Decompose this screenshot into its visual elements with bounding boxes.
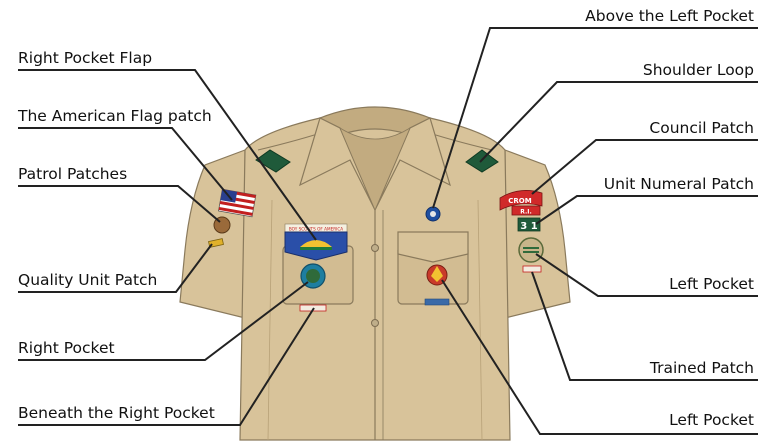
trained-patch [522, 265, 542, 273]
leader-beneath-right-pocket [18, 307, 315, 426]
right-pocket: BOY SCOUTS OF AMERICA [282, 223, 354, 312]
leader-right-pocket-flap [18, 69, 317, 241]
leader-council-patch [531, 139, 758, 195]
council-patch-text: CROM [508, 197, 531, 205]
council-patch-lower-text: R.I. [520, 209, 532, 216]
label-unit-numeral: Unit Numeral Patch [603, 175, 754, 193]
leader-quality-unit [18, 243, 213, 293]
label-right-pocket-flap: Right Pocket Flap [18, 49, 153, 67]
leader-shoulder-loop [479, 81, 758, 163]
left-sleeve-patches: CROM R.I. 3 1 [499, 190, 544, 273]
leader-right-pocket [18, 281, 309, 361]
left-pocket-flap [397, 231, 469, 263]
council-patch [499, 190, 543, 211]
label-left-pocket-bottom: Left Pocket [669, 411, 754, 429]
label-quality-unit: Quality Unit Patch [18, 271, 158, 289]
label-right-pocket: Right Pocket [18, 339, 115, 357]
leader-patrol-patches [18, 185, 221, 223]
leader-above-left-pocket [432, 27, 758, 209]
left-pocket-name-tag [424, 298, 450, 306]
label-patrol-patches: Patrol Patches [18, 165, 128, 183]
collar-left [299, 117, 376, 211]
label-beneath-right-pocket: Beneath the Right Pocket [18, 404, 215, 422]
shoulder-loop-right [255, 149, 291, 173]
label-shoulder-loop: Shoulder Loop [642, 61, 754, 79]
label-trained-patch: Trained Patch [649, 359, 754, 377]
left-sleeve-round-patch [518, 237, 544, 263]
label-above-left-pocket: Above the Left Pocket [585, 7, 754, 25]
leader-lines [18, 27, 758, 435]
label-american-flag: The American Flag patch [18, 107, 212, 125]
shirt-button [371, 244, 379, 252]
bsa-strip-text: BOY SCOUTS OF AMERICA [289, 227, 343, 232]
shirt [179, 106, 571, 441]
leader-left-pocket-sleeve [535, 253, 758, 297]
unit-numeral-patch [517, 217, 541, 232]
unit-numeral-text: 3 1 [520, 221, 537, 232]
council-patch-lower [511, 205, 541, 216]
leader-american-flag [18, 127, 233, 201]
leader-trained-patch [531, 271, 758, 381]
leader-left-pocket-bottom [441, 279, 758, 435]
shirt-button [371, 319, 379, 327]
left-sleeve [504, 149, 571, 319]
label-council-patch: Council Patch [649, 119, 754, 137]
leader-unit-numeral [535, 195, 758, 225]
label-left-pocket-sleeve: Left Pocket [669, 275, 754, 293]
left-pocket [397, 206, 469, 306]
collar-right [374, 117, 451, 211]
